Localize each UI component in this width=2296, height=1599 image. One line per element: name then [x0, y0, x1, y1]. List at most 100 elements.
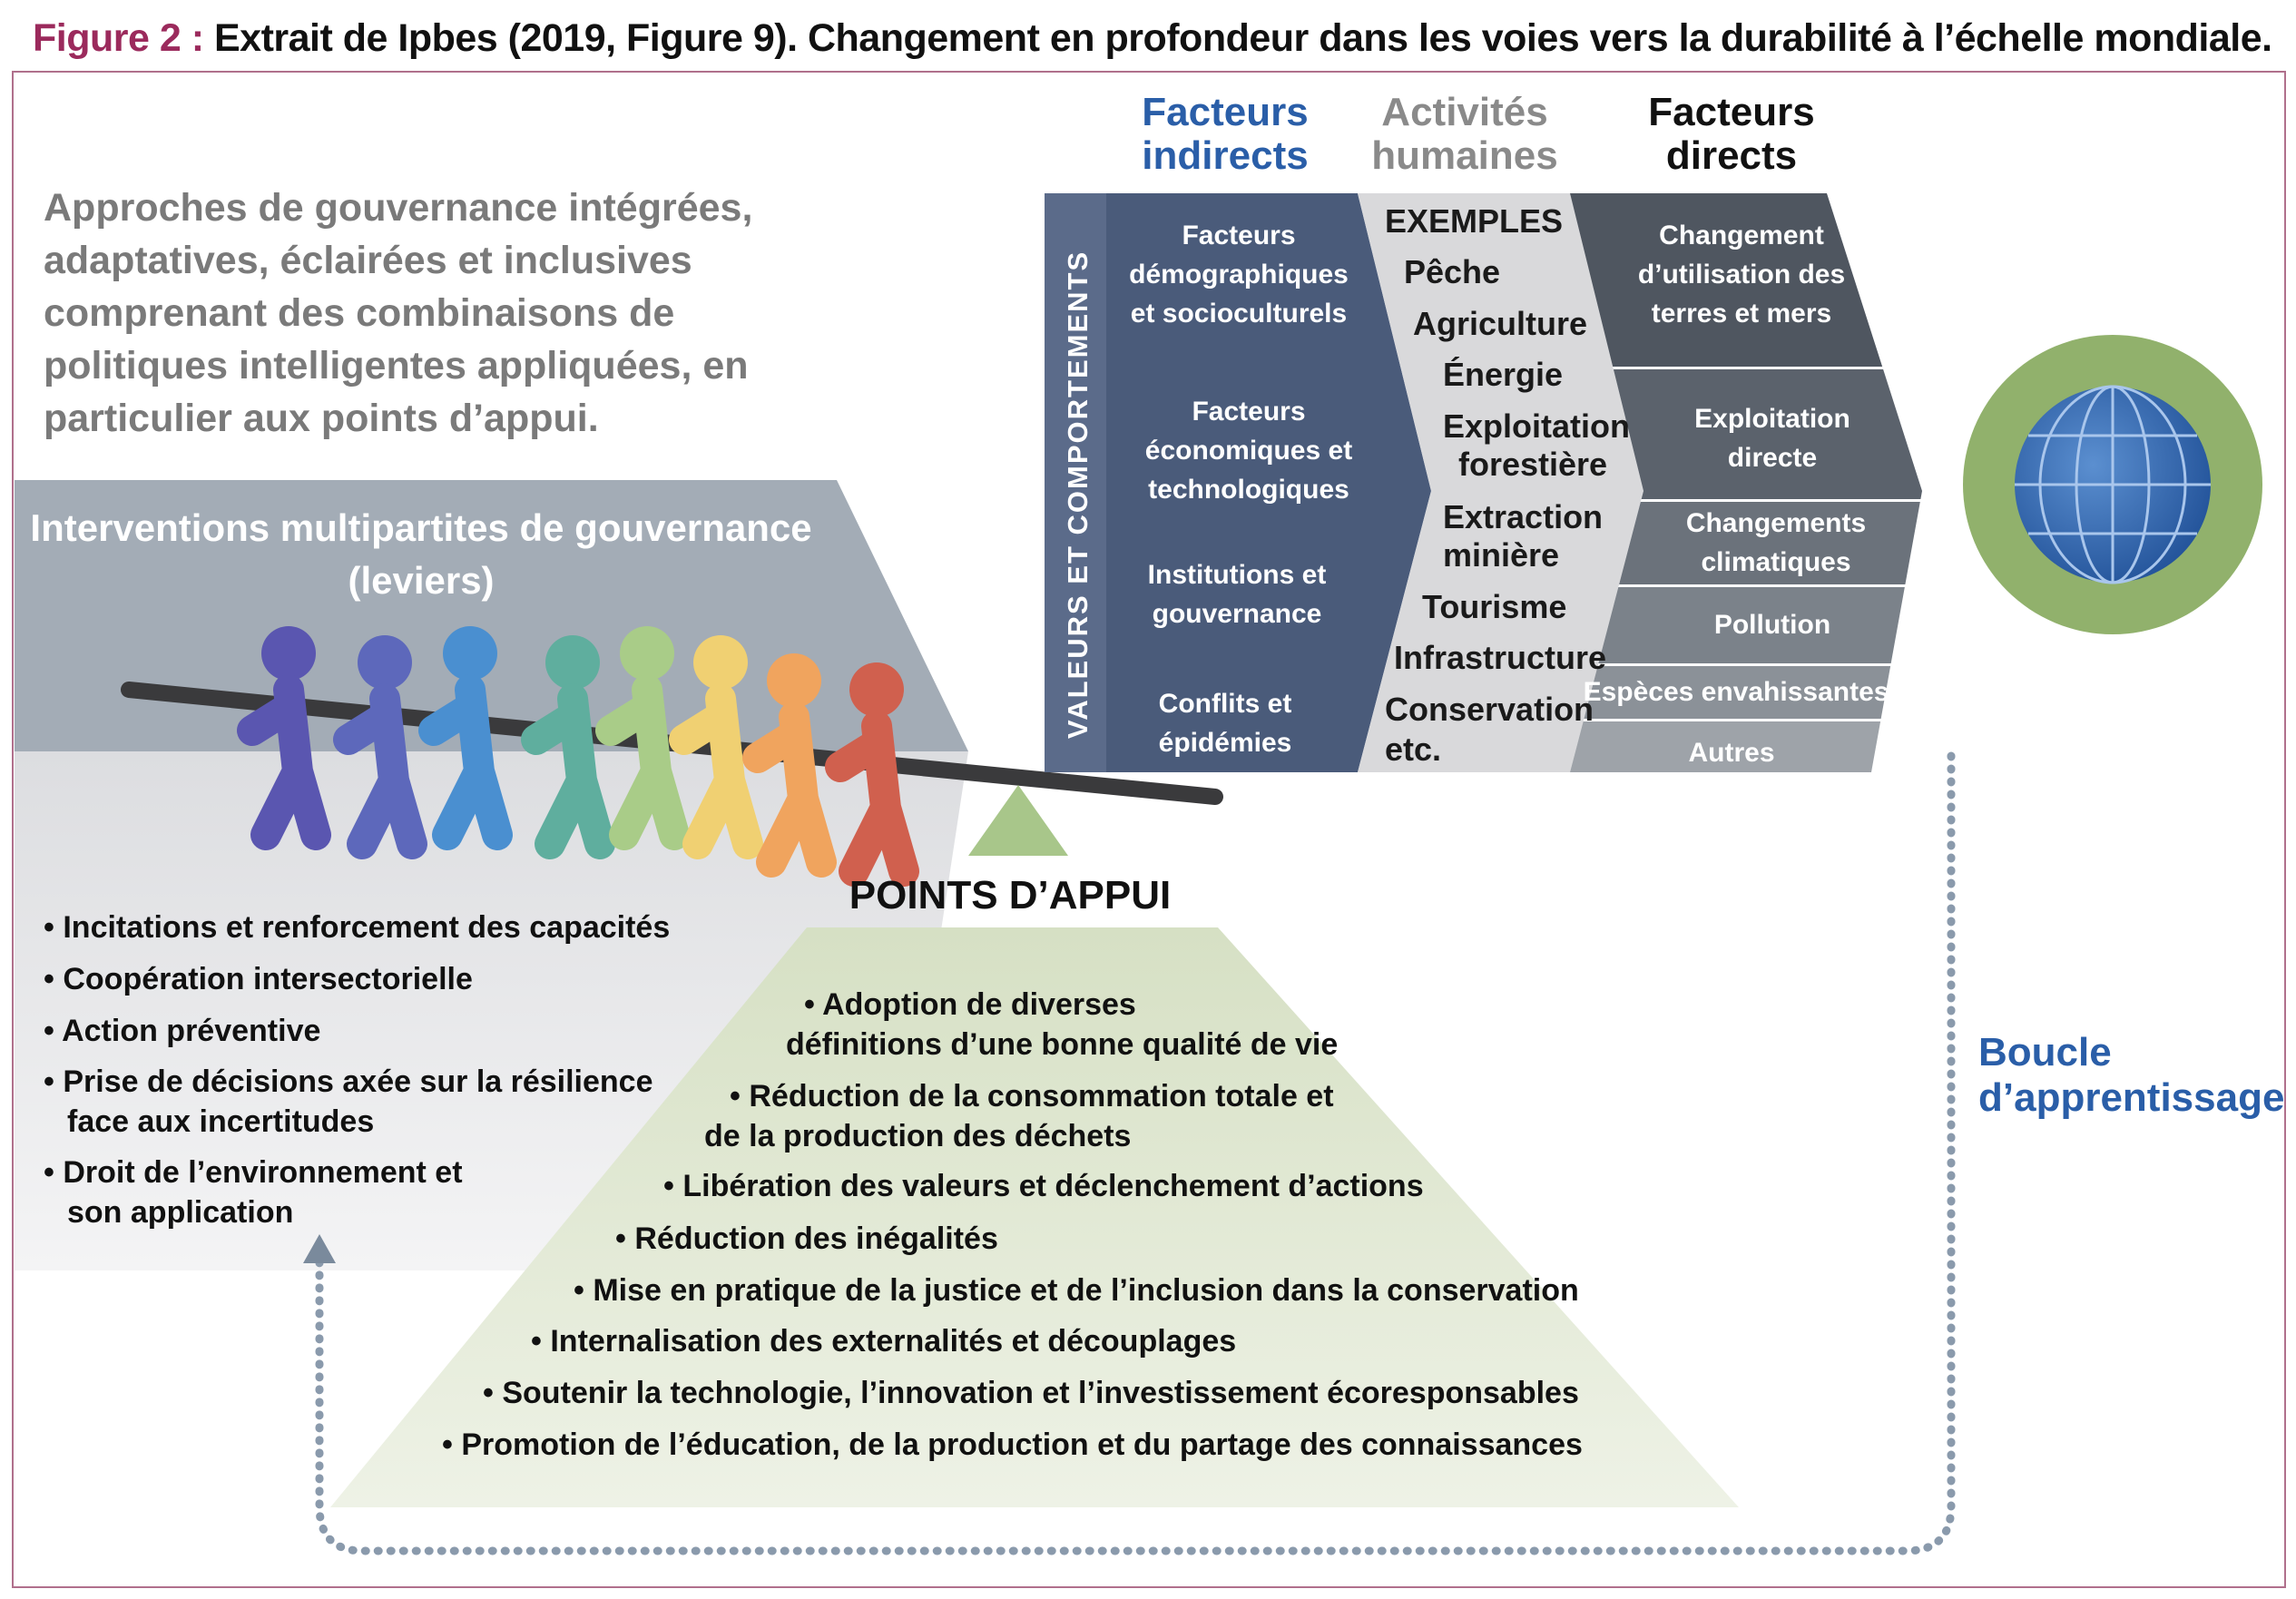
text-line: Pollution — [1713, 610, 1831, 640]
lever-item: • Prise de décisions axée sur la résilie… — [44, 1062, 653, 1142]
text-line: • Action préventive — [44, 1014, 321, 1048]
fulcrum-triangle — [968, 785, 1068, 856]
text-line: Institutions et — [1147, 560, 1327, 590]
text-line: face aux incertitudes — [67, 1104, 375, 1139]
activity-item: etc. — [1385, 731, 1442, 768]
text-line: définitions d’une bonne qualité de vie — [786, 1027, 1339, 1062]
activity-item: Infrastructure — [1394, 639, 1607, 676]
text-line: • Libération des valeurs et déclenchemen… — [663, 1169, 1424, 1203]
figure-label: Figure 2 : — [33, 16, 204, 60]
text-line: Changement — [1659, 221, 1824, 250]
leverage-point-item: • Adoption de diverses définitions d’une … — [786, 985, 1338, 1064]
indirect-driver: Facteurs économiques et technologiques — [1145, 392, 1352, 509]
text-line: Autres — [1688, 738, 1775, 768]
person-icon — [669, 635, 763, 859]
direct-driver: Exploitation directe — [1694, 399, 1850, 477]
examples-label: EXEMPLES — [1385, 202, 1564, 240]
leverage-point-item: • Promotion de l’éducation, de la produc… — [442, 1425, 1583, 1465]
text-line: • Prise de décisions axée sur la résilie… — [44, 1064, 653, 1099]
person-icon — [521, 635, 615, 859]
direct-driver: Changement d’utilisation des terres et mer… — [1638, 216, 1845, 333]
globe-icon — [1963, 335, 2262, 634]
text-line: directe — [1727, 443, 1818, 473]
direct-driver: Pollution — [1714, 605, 1830, 644]
text-line: Espèces envahissantes — [1583, 677, 1889, 707]
figure-caption: Extrait de Ipbes (2019, Figure 9). Chang… — [203, 16, 2272, 60]
figure-title: Figure 2 : Extrait de Ipbes (2019, Figur… — [33, 16, 2272, 61]
person-icon — [418, 626, 513, 850]
text-line: • Internalisation des externalités et dé… — [531, 1324, 1237, 1359]
text-line: • Réduction de la consommation totale et — [730, 1079, 1334, 1113]
text-line: économiques et — [1144, 436, 1353, 466]
indirect-driver: Institutions et gouvernance — [1148, 555, 1327, 633]
text-line: Exploitation — [1694, 404, 1850, 434]
person-icon — [237, 626, 331, 850]
leverage-point-item: • Internalisation des externalités et dé… — [531, 1321, 1236, 1361]
text-line: Conflits et — [1158, 689, 1292, 719]
header-line: indirects — [1142, 133, 1309, 178]
text-line: • Soutenir la technologie, l’innovation … — [483, 1376, 1579, 1410]
header-line: Facteurs — [1648, 90, 1815, 134]
leverage-point-item: • Réduction des inégalités — [615, 1219, 998, 1259]
activity-item: forestière — [1458, 446, 1608, 483]
text-line: terres et mers — [1651, 299, 1832, 329]
text-line: climatiques — [1701, 547, 1851, 577]
activity-item: Extraction — [1443, 498, 1604, 535]
leverage-point-item: • Libération des valeurs et déclenchemen… — [663, 1166, 1424, 1206]
text-line: démographiques — [1129, 260, 1349, 289]
person-icon — [742, 653, 837, 878]
text-line: technologiques — [1148, 475, 1349, 505]
activity-item: Pêche — [1404, 253, 1501, 290]
header-line: directs — [1665, 133, 1798, 178]
leverage-pyramid — [330, 927, 1739, 1507]
text-line: d’utilisation des — [1637, 260, 1846, 289]
activity-item: Agriculture — [1413, 305, 1588, 342]
activity-item: minière — [1443, 536, 1560, 574]
levers-title-line: Interventions multipartites de gouvernan… — [30, 506, 812, 549]
text-line: • Incitations et renforcement des capaci… — [44, 910, 671, 945]
learning-loop-arrow — [315, 751, 1956, 1555]
text-line: • Promotion de l’éducation, de la produc… — [442, 1427, 1583, 1462]
points-title: POINTS D’APPUI — [849, 873, 1172, 917]
text-line: et socioculturels — [1130, 299, 1348, 329]
loop-line: d’apprentissage — [1978, 1075, 2285, 1120]
activity-item: Conservation — [1385, 691, 1594, 728]
loop-line: Boucle — [1978, 1030, 2112, 1074]
activity-item: Tourisme — [1422, 588, 1567, 625]
activity-item: Exploitation — [1443, 407, 1630, 445]
intro-text: Approches de gouvernance intégrées, adap… — [44, 186, 753, 440]
text-line: son application — [67, 1195, 294, 1230]
lever-item: • Action préventive — [44, 1011, 320, 1051]
lever-item: • Incitations et renforcement des capaci… — [44, 907, 670, 947]
leverage-point-item: • Mise en pratique de la justice et de l… — [574, 1270, 1579, 1310]
figure-frame — [12, 71, 2286, 1588]
indirect-chevron — [1106, 193, 1431, 772]
text-line: • Coopération intersectorielle — [44, 962, 473, 996]
direct-driver: Espèces envahissantes — [1584, 672, 1889, 711]
arrowhead-icon — [303, 1234, 336, 1263]
text-line: Facteurs — [1192, 397, 1306, 427]
leverage-point-item: • Réduction de la consommation totale et… — [704, 1076, 1334, 1156]
text-line: Changements — [1685, 508, 1867, 538]
activities-chevron — [1358, 193, 1644, 772]
text-line: • Mise en pratique de la justice et de l… — [574, 1273, 1579, 1308]
text-line: • Adoption de diverses — [804, 987, 1136, 1022]
header-line: Facteurs — [1142, 90, 1309, 134]
lever-item: • Coopération intersectorielle — [44, 959, 473, 999]
levers-title-line: (leviers) — [348, 559, 495, 602]
tug-of-war-people — [237, 626, 919, 887]
direct-driver: Changements climatiques — [1686, 504, 1866, 582]
person-icon — [333, 635, 427, 859]
values-strip — [1045, 193, 1108, 772]
activity-item: Énergie — [1443, 356, 1564, 393]
text-line: gouvernance — [1152, 599, 1322, 629]
leverage-point-item: • Soutenir la technologie, l’innovation … — [483, 1373, 1579, 1413]
header-line: humaines — [1371, 133, 1558, 178]
